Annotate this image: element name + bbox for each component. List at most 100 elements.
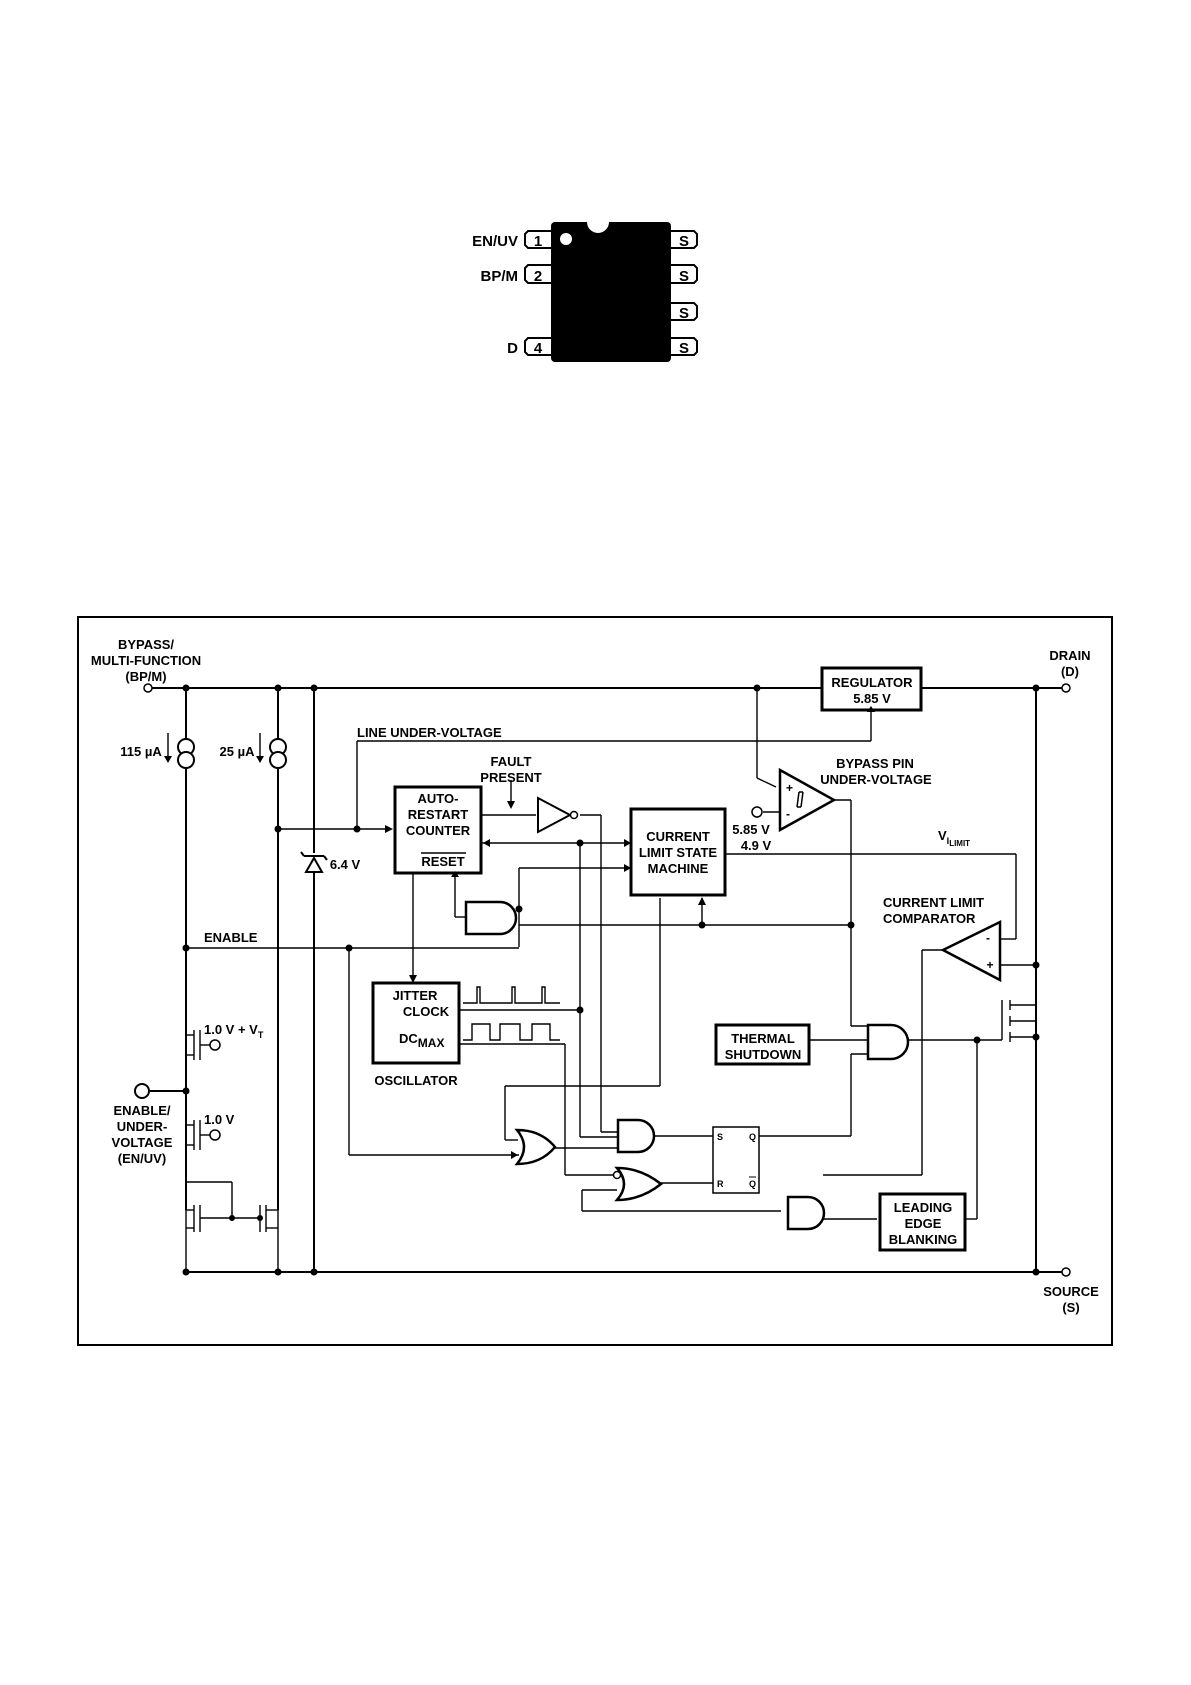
leb-line-2: EDGE	[905, 1216, 942, 1231]
pin-4-tab	[524, 337, 551, 356]
bypass-pin-terminal	[143, 683, 153, 693]
pin-1-tab	[524, 230, 551, 249]
pin1-marker-dot	[560, 233, 572, 245]
regulator-block: REGULATOR 5.85 V	[820, 666, 923, 712]
pin-5-name: S	[679, 340, 689, 357]
package-pinout: 1 EN/UV 2 BP/M 4 D 8 S 7 S 6 S 5 S	[472, 222, 698, 362]
main-or-gate	[514, 1128, 557, 1166]
state-machine-line-3: MACHINE	[648, 861, 709, 876]
fault-label-1: FAULT	[491, 754, 532, 769]
wiring	[150, 687, 1062, 1273]
thermal-line-1: THERMAL	[731, 1031, 795, 1046]
diagram-frame	[77, 616, 1113, 1346]
counter-reset-label: RESET	[421, 854, 464, 869]
cl-comp-label-1: CURRENT LIMIT	[883, 895, 984, 910]
source-label-1: SOURCE	[1043, 1284, 1099, 1299]
enable-label-2: UNDER-	[117, 1119, 168, 1134]
osc-clock: CLOCK	[403, 1004, 450, 1019]
sr-flipflop: S R Q Q	[712, 1126, 760, 1194]
set-and-gate	[616, 1118, 656, 1154]
zener-label: 6.4 V	[330, 857, 361, 872]
pin-8-number: 8	[652, 233, 660, 250]
reset-and-gate	[464, 900, 518, 936]
enable-label-1: ENABLE/	[113, 1103, 170, 1118]
cl-comp-plus: +	[986, 958, 993, 972]
current-source-25ua: 25 µA	[220, 733, 287, 769]
pin-1-number: 1	[534, 233, 542, 250]
fault-label-2: PRESENT	[480, 770, 541, 785]
pin-6-number: 6	[652, 305, 660, 322]
thermal-line-2: SHUTDOWN	[725, 1047, 802, 1062]
pin-4-name: D	[507, 340, 518, 357]
zener-diode: 6.4 V	[300, 851, 361, 873]
auto-restart-counter: AUTO- RESTART COUNTER RESET	[385, 785, 483, 875]
pin-6-name: S	[679, 305, 689, 322]
pin-5-number: 5	[652, 340, 660, 357]
regulator-voltage: 5.85 V	[853, 691, 891, 706]
source-pin-terminal	[1061, 1267, 1071, 1277]
oscillator-block: JITTER CLOCK DCMAX OSCILLATOR	[371, 975, 461, 1088]
ff-qbar: Q	[749, 1179, 756, 1189]
pin-8-tab	[671, 230, 698, 249]
enable-label-3: VOLTAGE	[112, 1135, 173, 1150]
oscillator-label: OSCILLATOR	[374, 1073, 458, 1088]
fault-arrow	[507, 801, 515, 809]
leb-line-1: LEADING	[894, 1200, 953, 1215]
drain-label-1: DRAIN	[1049, 648, 1090, 663]
fault-buffer	[537, 796, 579, 834]
leb-line-3: BLANKING	[889, 1232, 958, 1247]
pin-2-name: BP/M	[481, 268, 519, 285]
cl-comp-label-2: COMPARATOR	[883, 911, 976, 926]
pin-5-tab	[671, 337, 698, 356]
bypass-label-3: (BP/M)	[125, 669, 166, 684]
pin-6-tab	[671, 302, 698, 321]
package-body	[551, 222, 671, 362]
counter-line-1: AUTO-	[418, 791, 459, 806]
source-label-2: (S)	[1062, 1300, 1079, 1315]
fet-1v-label: 1.0 V	[204, 1112, 235, 1127]
cl-comp-minus: -	[986, 931, 990, 945]
bp-comp-plus: +	[786, 781, 793, 795]
fet-1v-vt-label: 1.0 V + VT	[204, 1022, 264, 1040]
enable-pin-terminal	[134, 1083, 150, 1099]
drain-label-2: (D)	[1061, 664, 1079, 679]
current-115-label: 115 µA	[120, 744, 162, 759]
pin-7-tab	[671, 264, 698, 284]
pin-2-tab	[524, 264, 551, 284]
pin-7-number: 7	[652, 268, 660, 285]
reset-or-gate	[614, 1166, 664, 1202]
pin-1-name: EN/UV	[472, 233, 518, 250]
current-25-label: 25 µA	[220, 744, 256, 759]
leb-and-gate	[786, 1195, 826, 1231]
bypass-label-1: BYPASS/	[118, 637, 174, 652]
bp-comp-minus: -	[786, 807, 790, 821]
ff-s: S	[717, 1132, 723, 1142]
output-and-gate	[866, 1023, 910, 1061]
line-uv-label: LINE UNDER-VOLTAGE	[357, 725, 502, 740]
pin-2-number: 2	[534, 268, 542, 285]
counter-line-3: COUNTER	[406, 823, 471, 838]
pin-8-name: S	[679, 233, 689, 250]
ff-q: Q	[749, 1132, 756, 1142]
current-limit-comparator: - +	[940, 919, 1002, 983]
bypass-label-2: MULTI-FUNCTION	[91, 653, 201, 668]
state-machine-line-2: LIMIT STATE	[639, 845, 718, 860]
bypass-uv-label-2: UNDER-VOLTAGE	[820, 772, 932, 787]
drain-pin-terminal	[1061, 683, 1071, 693]
ref-585-label: 5.85 V	[732, 822, 770, 837]
osc-jitter: JITTER	[393, 988, 438, 1003]
thermal-shutdown-block: THERMAL SHUTDOWN	[714, 1023, 811, 1066]
leading-edge-blanking-block: LEADING EDGE BLANKING	[878, 1192, 967, 1252]
dcmax-waveform	[463, 1023, 560, 1041]
pin-7-name: S	[679, 268, 689, 285]
enable-signal-label: ENABLE	[204, 930, 258, 945]
current-source-115ua: 115 µA	[120, 733, 195, 769]
enable-label-4: (EN/UV)	[118, 1151, 166, 1166]
en-uv-fet-stack: 1.0 V + VT 1.0 V	[186, 1022, 278, 1232]
clock-waveform	[463, 986, 560, 1004]
ff-r: R	[717, 1179, 724, 1189]
state-machine-block: CURRENT LIMIT STATE MACHINE	[451, 807, 727, 905]
ref-49-label: 4.9 V	[741, 838, 772, 853]
counter-line-2: RESTART	[408, 807, 468, 822]
